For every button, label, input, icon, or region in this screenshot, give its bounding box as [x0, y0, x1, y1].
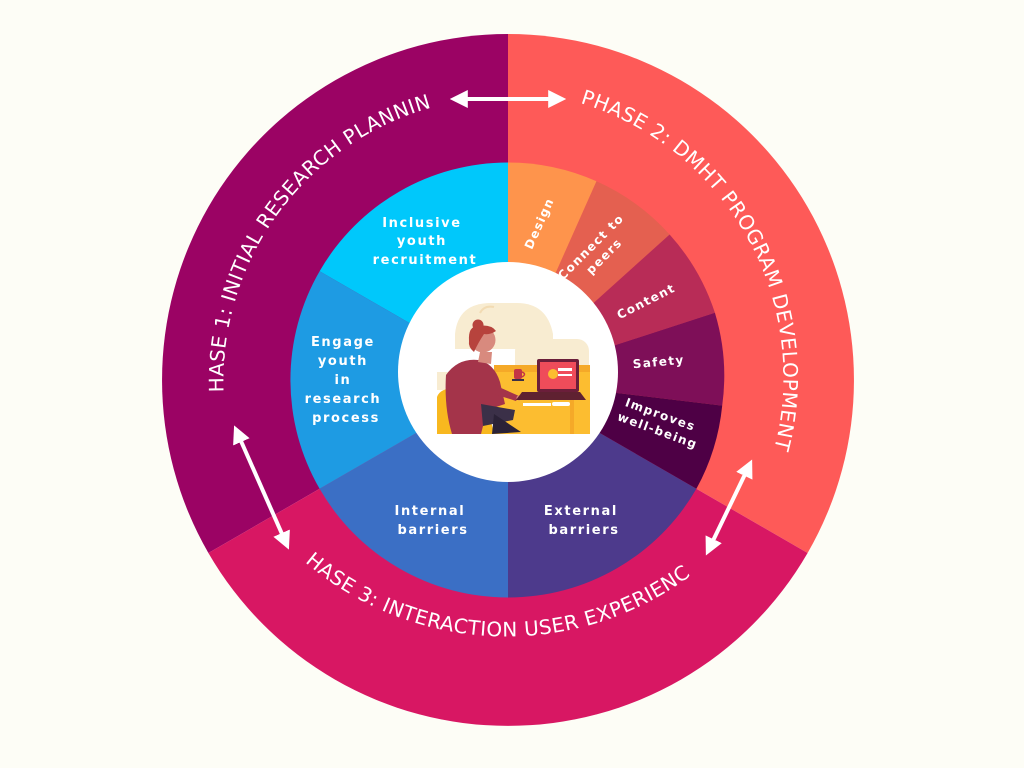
double-arrow-phase2-phase3-icon — [705, 459, 753, 556]
label-engage-youth-in-research: Engage youth in research process — [305, 335, 388, 426]
person-at-laptop-icon — [437, 303, 590, 434]
label-external-barriers: External barriers — [544, 504, 624, 538]
label-inclusive-youth-recruitment: Inclusive youth recruitment — [373, 216, 478, 268]
double-arrow-phase1-phase3-icon — [233, 425, 290, 550]
label-internal-barriers: Internal barriers — [395, 504, 472, 538]
label-safety: Safety — [632, 353, 685, 371]
